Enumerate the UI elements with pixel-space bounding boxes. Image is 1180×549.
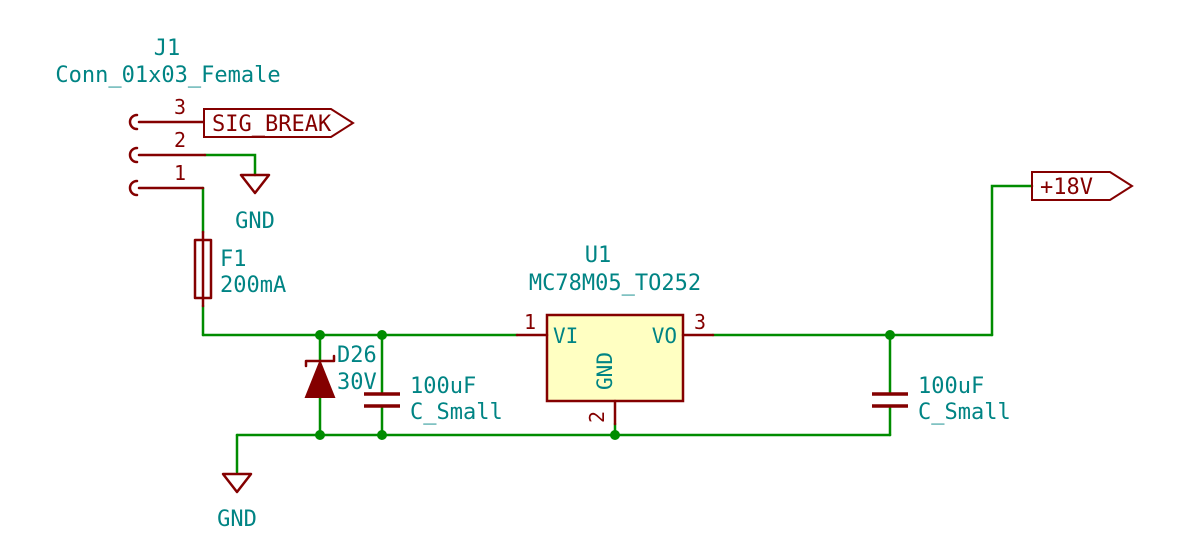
junction-dot xyxy=(315,430,325,440)
global-label-text: +18V xyxy=(1040,175,1093,200)
component-value: 100uF xyxy=(410,374,476,399)
pin-number: 2 xyxy=(174,128,186,152)
capacitor-c2[interactable]: 100uF C_Small xyxy=(872,374,1011,425)
female-socket-icon xyxy=(128,179,139,197)
power-label-text: GND xyxy=(235,209,275,234)
fuse-body xyxy=(193,238,213,300)
female-socket-icon xyxy=(128,113,139,131)
capacitor-c1[interactable]: 100uF C_Small xyxy=(364,374,503,425)
ic-body xyxy=(545,313,685,403)
component-reference: U1 xyxy=(585,243,612,268)
pin-name: GND xyxy=(593,352,617,390)
component-reference: F1 xyxy=(220,247,247,272)
pin-name: VO xyxy=(652,324,677,348)
wire-net[interactable] xyxy=(201,153,1034,474)
junction-dot xyxy=(885,330,895,340)
junction-dot xyxy=(315,330,325,340)
pin-number: 3 xyxy=(694,310,706,334)
component-value: 100uF xyxy=(918,374,984,399)
pin-number: 1 xyxy=(524,310,536,334)
junction-dot xyxy=(377,430,387,440)
power-symbol-gnd-bottom[interactable]: GND xyxy=(217,472,257,532)
gnd-triangle-icon xyxy=(239,173,271,195)
wire-segment[interactable] xyxy=(203,153,257,177)
component-name: C_Small xyxy=(410,400,503,425)
gnd-triangle-icon xyxy=(221,472,253,494)
global-label-text: SIG_BREAK xyxy=(212,112,332,137)
pin-number: 2 xyxy=(585,411,609,423)
component-value: 30V xyxy=(337,370,377,395)
power-symbol-gnd-top[interactable]: GND xyxy=(235,173,275,234)
fuse-f1[interactable]: F1 200mA xyxy=(193,230,286,308)
wire-segment[interactable] xyxy=(990,184,1034,337)
pin-name: VI xyxy=(553,324,578,348)
zener-diode-d26[interactable]: D26 30V xyxy=(304,343,377,398)
component-reference: D26 xyxy=(337,343,377,368)
connector-j1[interactable]: J1 Conn_01x03_Female 3 2 1 xyxy=(55,36,281,197)
regulator-u1[interactable]: U1 MC78M05_TO252 1 VI 3 VO 2 GND xyxy=(515,243,715,426)
global-label-outline xyxy=(203,108,355,138)
pin-number: 3 xyxy=(174,95,186,119)
component-value: 200mA xyxy=(220,273,286,298)
component-name: C_Small xyxy=(918,400,1011,425)
junction-dot xyxy=(610,430,620,440)
global-label-outline xyxy=(1031,171,1134,201)
diode-triangle-icon xyxy=(304,359,336,398)
female-socket-icon xyxy=(128,146,139,164)
component-value: MC78M05_TO252 xyxy=(529,271,701,296)
pin-number: 1 xyxy=(174,161,186,185)
junction-dot xyxy=(377,330,387,340)
component-value: Conn_01x03_Female xyxy=(55,63,280,88)
power-label-text: GND xyxy=(217,507,257,532)
global-label-sig-break[interactable]: SIG_BREAK xyxy=(203,108,355,138)
component-reference: J1 xyxy=(154,36,181,61)
global-label-plus18v[interactable]: +18V xyxy=(1031,171,1134,201)
